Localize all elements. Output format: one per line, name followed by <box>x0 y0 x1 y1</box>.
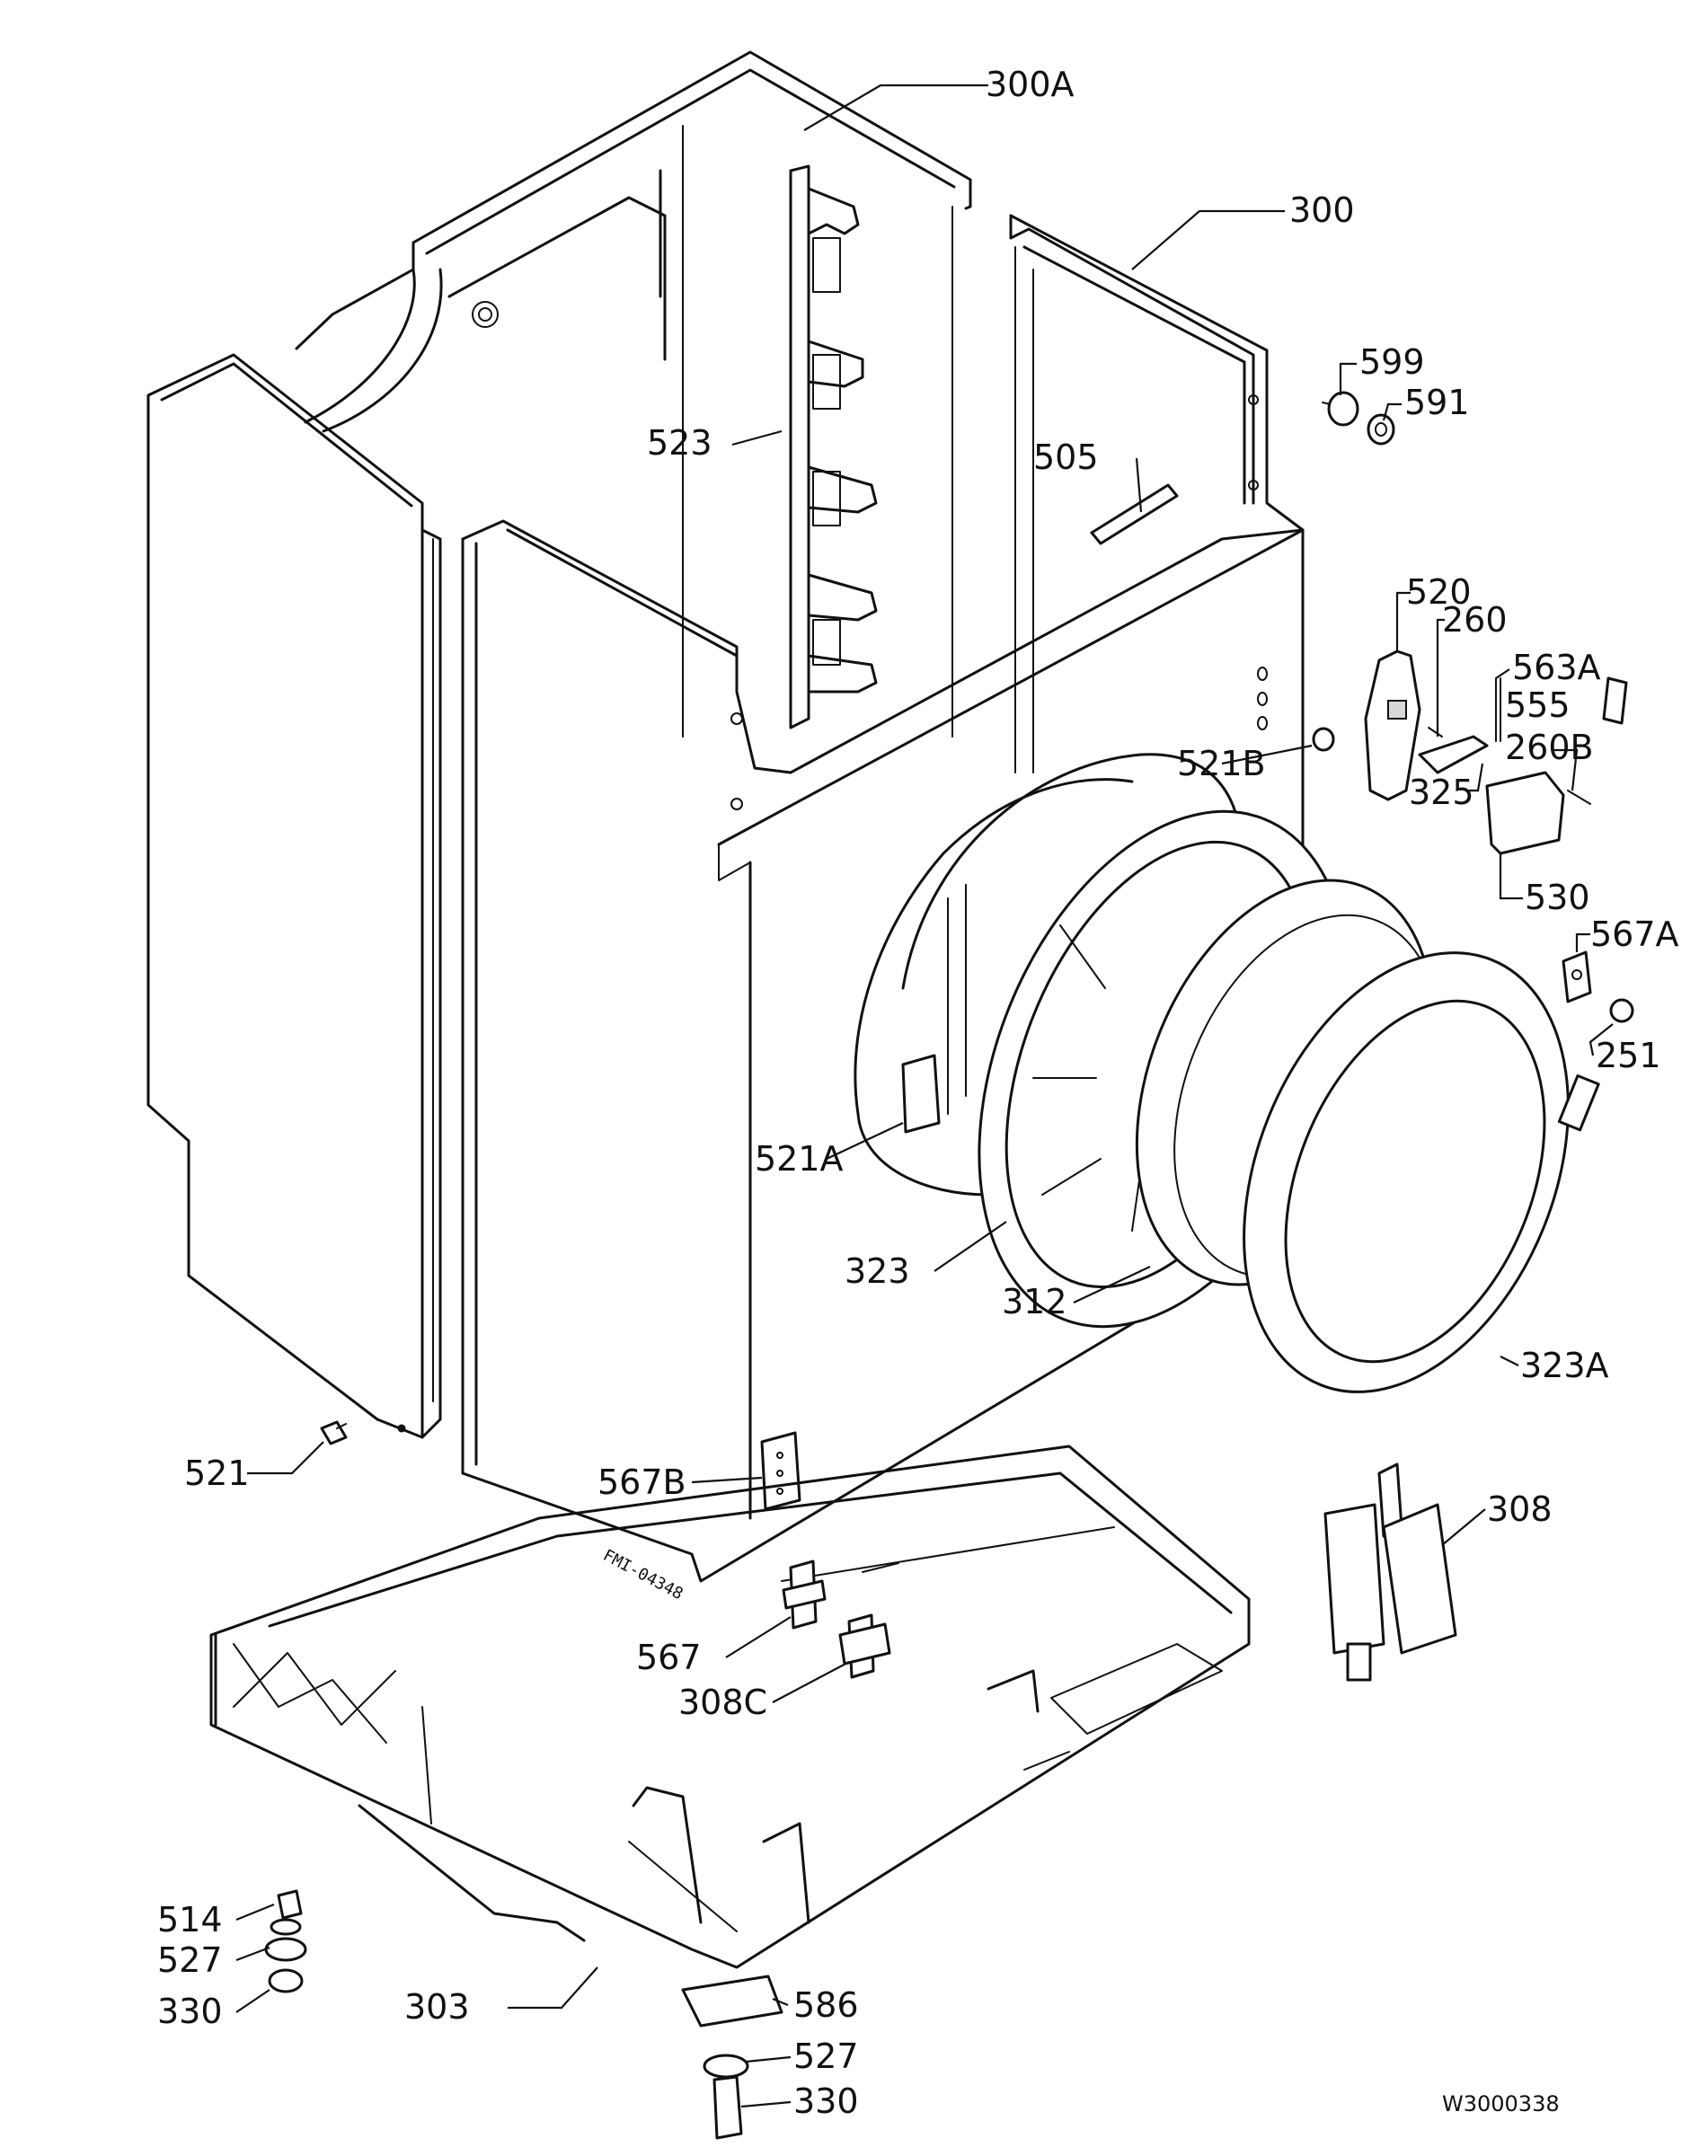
callout-563a: 563A <box>1512 648 1601 687</box>
callout-330-left: 330 <box>157 1992 223 2031</box>
cover-521a-drawing <box>901 1054 941 1134</box>
bracket-308c-drawing <box>838 1613 891 1679</box>
callout-labels: 300A 300 599 591 523 505 520 260 563A 55… <box>157 65 1679 2121</box>
foot-right-drawing <box>681 1975 783 2140</box>
pin-505-drawing <box>1090 483 1179 545</box>
callout-308c: 308C <box>678 1683 767 1722</box>
door-ring-323a-drawing <box>1243 951 1600 1393</box>
callout-567b: 567B <box>597 1462 686 1502</box>
callout-527-left: 527 <box>157 1940 223 1980</box>
figure-code: W3000338 <box>1442 2091 1560 2116</box>
leader-lines <box>235 84 1614 2108</box>
bracket-567-drawing <box>782 1560 827 1630</box>
callout-521: 521 <box>184 1454 250 1493</box>
callout-586: 586 <box>793 1985 859 2025</box>
cabinet-drawing <box>146 50 1305 1583</box>
callout-260b: 260B <box>1505 728 1594 767</box>
callout-300a: 300A <box>986 65 1075 104</box>
rail-523-drawing <box>789 164 878 729</box>
callout-308: 308 <box>1487 1489 1553 1529</box>
callout-303: 303 <box>404 1987 470 2027</box>
callout-591: 591 <box>1404 383 1470 422</box>
callout-325: 325 <box>1409 773 1474 812</box>
callout-567a: 567A <box>1590 915 1679 954</box>
stamp-text: FMI-04348 <box>600 1546 686 1604</box>
callout-521b: 521B <box>1177 744 1266 783</box>
callout-514: 514 <box>157 1900 223 1940</box>
callout-300: 300 <box>1289 190 1355 230</box>
callout-567: 567 <box>636 1638 702 1677</box>
callout-323: 323 <box>845 1251 910 1291</box>
callout-530: 530 <box>1525 878 1590 917</box>
bracket-567b-drawing <box>760 1431 801 1511</box>
tabs-567a-251-drawing <box>1562 950 1634 1023</box>
callout-520: 520 <box>1406 572 1472 612</box>
screw-521-drawing <box>320 1420 348 1445</box>
callout-505: 505 <box>1033 437 1099 477</box>
knob-599-drawing <box>1322 391 1395 446</box>
callout-260: 260 <box>1442 600 1508 640</box>
callout-527-right: 527 <box>793 2037 859 2076</box>
callout-330-right: 330 <box>793 2081 859 2121</box>
hinge-308-drawing <box>1323 1462 1457 1682</box>
callout-312: 312 <box>1002 1282 1067 1321</box>
callout-521a: 521A <box>755 1139 844 1179</box>
callout-251: 251 <box>1596 1036 1661 1075</box>
callout-555: 555 <box>1505 685 1571 725</box>
callout-599: 599 <box>1359 342 1425 382</box>
base-frame-303-drawing <box>209 1445 1251 1969</box>
callout-323a: 323A <box>1520 1346 1609 1385</box>
door-lock-drawing <box>1312 649 1628 855</box>
callout-523: 523 <box>647 423 712 463</box>
foot-left-drawing <box>264 1889 307 1993</box>
